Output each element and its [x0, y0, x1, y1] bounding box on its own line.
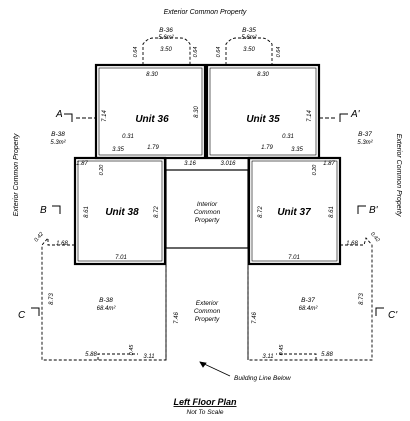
- dim-b38-corner: 0.42: [33, 231, 44, 243]
- corridor-strip: [165, 158, 249, 170]
- b38-upper-area: 5.3m²: [50, 140, 66, 146]
- dim-u38-width: 7.01: [115, 255, 127, 261]
- dim-corridor-left: 3.16: [184, 161, 196, 167]
- section-b-prime-label: B': [369, 205, 379, 216]
- b38-lower-name: B-38: [99, 297, 113, 304]
- unit-36-label: Unit 36: [135, 114, 169, 125]
- dim-u35-corner2: 0.20: [312, 164, 318, 176]
- b37-lower-name: B-37: [301, 297, 315, 304]
- b38-upper-name: B-38: [51, 131, 65, 138]
- b36-area: 5.6m²: [158, 35, 174, 41]
- exterior-common-line-3: Property: [195, 316, 220, 323]
- dim-u36-height: 7.14: [102, 110, 108, 122]
- interior-common-line-1: Interior: [197, 201, 218, 208]
- interior-common-line-2: Common: [194, 209, 221, 216]
- b37-lower-area: 68.4m²: [299, 306, 319, 312]
- section-a-label: A: [55, 109, 63, 120]
- section-c-prime-label: C': [388, 310, 398, 321]
- dim-b38-bottom: 5.88: [85, 352, 97, 358]
- dim-b36-right: 0.64: [193, 47, 199, 58]
- unit-35-label: Unit 35: [246, 114, 280, 125]
- dim-b38-small: 0.45: [129, 344, 135, 356]
- dim-b38-side: 8.73: [49, 293, 55, 305]
- section-b-prime-marker: [357, 205, 366, 214]
- unit-38-walls: [73, 156, 167, 266]
- unit-38-label: Unit 38: [105, 207, 139, 218]
- b35-area: 5.6m²: [241, 35, 257, 41]
- section-a-marker: [64, 113, 96, 122]
- balcony-b37-lower: [247, 237, 373, 361]
- dim-u37-inner: 8.72: [258, 206, 264, 218]
- b37-upper-name: B-37: [358, 131, 372, 138]
- dim-b37-edge: 1.68: [346, 241, 358, 247]
- balcony-b35: [225, 37, 273, 65]
- dim-b35-left: 0.64: [216, 47, 222, 58]
- dim-u38-height: 8.61: [84, 206, 90, 218]
- interior-common-line-3: Property: [195, 217, 220, 224]
- dim-b38-bottom2: 3.11: [143, 354, 154, 360]
- dim-corridor-right: 3.016: [220, 161, 236, 167]
- b36-name: B-36: [159, 27, 173, 34]
- right-exterior-label: Exterior Common Property: [395, 134, 402, 217]
- unit-37-label: Unit 37: [277, 207, 311, 218]
- dim-u36-notch-h: 0.31: [122, 134, 134, 140]
- dim-u35-notch-h: 0.31: [282, 134, 294, 140]
- building-line-leader: [199, 361, 231, 377]
- dim-u35-height: 7.14: [307, 110, 313, 122]
- exterior-common-line-1: Exterior: [196, 300, 219, 307]
- section-b-label: B: [40, 205, 47, 216]
- section-c-label: C: [18, 310, 26, 321]
- dim-b35-width: 3.50: [243, 47, 255, 53]
- exterior-common-property-area: [165, 248, 249, 360]
- b37-upper-area: 5.3m²: [357, 140, 373, 146]
- unit-37-walls: [247, 156, 342, 266]
- dim-u35-notch-w: 3.35: [291, 147, 303, 153]
- left-exterior-label: Exterior Common Property: [13, 133, 20, 216]
- dim-b38-edge: 1.68: [56, 241, 68, 247]
- dim-u36-step: 1.79: [147, 145, 159, 151]
- section-c-marker: [31, 307, 40, 316]
- dim-b36-left: 0.64: [133, 47, 139, 58]
- dim-b37-corner: 0.42: [369, 231, 380, 243]
- exterior-common-line-2: Common: [194, 308, 221, 315]
- top-exterior-label: Exterior Common Property: [164, 9, 247, 16]
- dim-b37-small: 0.45: [279, 344, 285, 356]
- bottom-notches: [97, 353, 317, 360]
- dim-u38-inner: 8.72: [154, 206, 160, 218]
- section-a-prime-marker: [319, 113, 348, 122]
- dim-ecp-left: 7.46: [174, 312, 180, 324]
- dim-b37-bottom: 5.88: [321, 352, 333, 358]
- b38-lower-area: 68.4m²: [97, 306, 117, 312]
- b35-name: B-35: [242, 27, 256, 34]
- dim-u36-corner: 1.87: [76, 161, 88, 167]
- section-b-marker: [52, 205, 61, 214]
- dim-b37-bottom2: 3.11: [262, 354, 273, 360]
- dim-ecp-right: 7.46: [252, 312, 258, 324]
- dim-b36-width: 3.50: [160, 47, 172, 53]
- footer-title: Left Floor Plan: [174, 397, 238, 407]
- dim-u36-width: 8.30: [146, 72, 158, 78]
- dim-u35-width: 8.30: [257, 72, 269, 78]
- building-line-label: Building Line Below: [234, 375, 292, 382]
- section-c-prime-marker: [375, 307, 384, 316]
- dim-b37-side: 8.73: [359, 293, 365, 305]
- dim-b35-right: 0.64: [276, 47, 282, 58]
- dim-u36-mid: 8.30: [194, 106, 200, 118]
- dim-u35-corner: 1.87: [323, 161, 335, 167]
- dim-u36-corner2: 0.20: [99, 164, 105, 176]
- dim-u36-notch-w: 3.35: [112, 147, 124, 153]
- dim-u37-height: 8.61: [329, 206, 335, 218]
- balcony-b36: [142, 37, 191, 65]
- dim-u35-step: 1.79: [261, 145, 273, 151]
- dim-u37-width: 7.01: [288, 255, 300, 261]
- footer-subtitle: Not To Scale: [187, 409, 224, 416]
- section-a-prime-label: A': [350, 109, 361, 120]
